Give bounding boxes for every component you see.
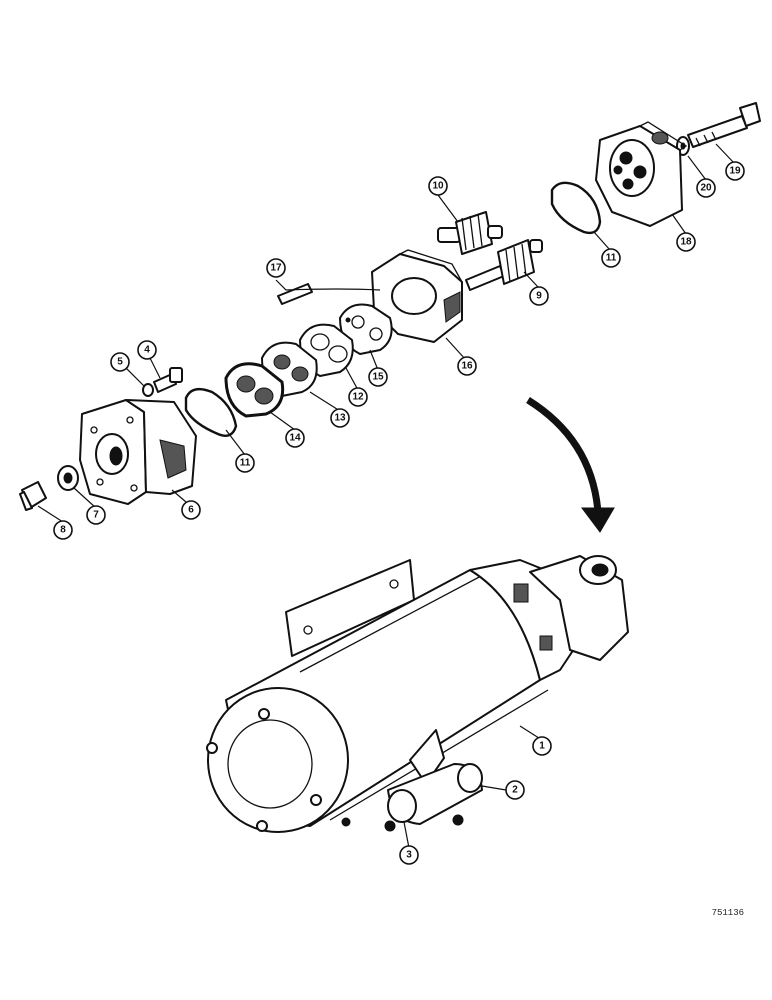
- callout-3: 3: [399, 845, 419, 865]
- callout-20: 20: [696, 178, 716, 198]
- callout-16-label: 16: [461, 361, 473, 372]
- part-lock-washer: [142, 383, 154, 397]
- part-cap-screw: [153, 367, 183, 393]
- callout-9: 9: [529, 286, 549, 306]
- part-front-housing: [79, 399, 197, 505]
- callout-11-lower: 11: [235, 453, 255, 473]
- callout-16: 16: [457, 356, 477, 376]
- callout-13-label: 13: [334, 413, 346, 424]
- callout-8: 8: [53, 520, 73, 540]
- part-gear-body: [371, 249, 463, 343]
- callout-19: 19: [725, 161, 745, 181]
- callout-15: 15: [368, 367, 388, 387]
- assembly-arrow: [526, 397, 615, 533]
- callout-10-label: 10: [432, 181, 444, 192]
- part-o-ring-lower: [184, 387, 238, 437]
- part-nut: [57, 465, 79, 491]
- callout-2: 2: [505, 780, 525, 800]
- callout-20-label: 20: [700, 183, 712, 194]
- callout-15-label: 15: [372, 372, 384, 383]
- callout-4: 4: [137, 340, 157, 360]
- callout-3-label: 3: [406, 850, 412, 861]
- callout-9-label: 9: [536, 291, 542, 302]
- callout-4-label: 4: [144, 345, 150, 356]
- callout-14: 14: [285, 428, 305, 448]
- callout-1: 1: [532, 736, 552, 756]
- reference-code: 751136: [711, 908, 744, 918]
- callout-6: 6: [181, 500, 201, 520]
- callout-7: 7: [86, 505, 106, 525]
- callout-11-upper: 11: [601, 248, 621, 268]
- callout-5-label: 5: [117, 357, 123, 368]
- callout-2-label: 2: [512, 785, 518, 796]
- callout-10: 10: [428, 176, 448, 196]
- callout-12-label: 12: [352, 392, 364, 403]
- callout-14-label: 14: [289, 433, 301, 444]
- part-drive-gear: [437, 211, 503, 255]
- part-bolt: [687, 102, 761, 148]
- callout-19-label: 19: [729, 166, 741, 177]
- callout-17: 17: [266, 258, 286, 278]
- callout-12: 12: [348, 387, 368, 407]
- callout-18: 18: [676, 232, 696, 252]
- callout-8-label: 8: [60, 525, 66, 536]
- part-seal: [224, 362, 285, 418]
- part-rear-housing: [595, 121, 688, 227]
- part-fitting: [19, 481, 47, 511]
- callout-7-label: 7: [93, 510, 99, 521]
- callout-18-label: 18: [680, 237, 692, 248]
- assembled-motor-pump: [206, 555, 629, 833]
- leader-lines: [37, 143, 735, 849]
- callout-17-label: 17: [270, 263, 282, 274]
- callout-11-upper-label: 11: [606, 253, 617, 264]
- callout-6-label: 6: [188, 505, 194, 516]
- callout-1-label: 1: [539, 741, 545, 752]
- callout-11-lower-label: 11: [240, 458, 251, 469]
- callout-5: 5: [110, 352, 130, 372]
- callout-13: 13: [330, 408, 350, 428]
- part-o-ring-upper: [550, 181, 602, 235]
